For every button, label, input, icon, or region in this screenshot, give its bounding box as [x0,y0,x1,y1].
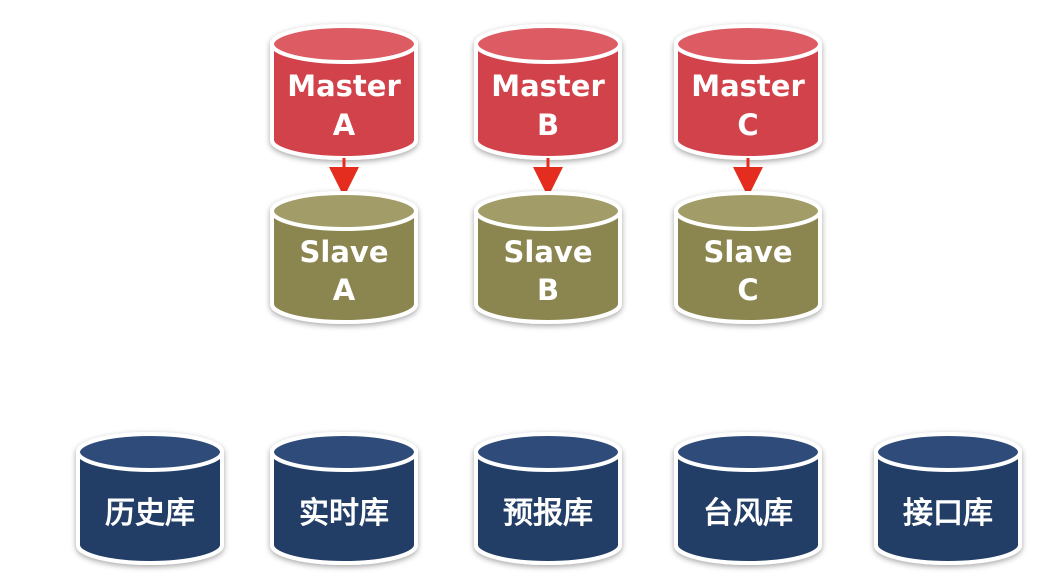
master-b-cylinder [474,24,622,160]
slave-a-cylinder [270,191,418,324]
db-interface-label: 接口库 [903,496,993,531]
db-realtime-cylinder [270,432,418,565]
master-a-label-line2: A [333,108,356,142]
master-c-label-line1: Master [691,69,805,103]
db-realtime-label: 实时库 [299,496,389,531]
db-typhoon-cylinder [674,432,822,565]
slave-a-label-line2: A [333,273,356,307]
master-c-label-line2: C [737,108,758,142]
db-forecast-cylinder [474,432,622,565]
slave-c-label-line2: C [737,273,758,307]
master-a-label-line1: Master [287,69,401,103]
db-history-label: 历史库 [105,496,195,531]
slave-b-label-line2: B [537,273,559,307]
db-history-cylinder [76,432,224,565]
db-forecast-label: 预报库 [503,496,593,531]
master-c-cylinder [674,24,822,160]
db-interface-cylinder [874,432,1022,565]
slave-b-label-line1: Slave [504,235,593,269]
slave-c-label-line1: Slave [704,235,793,269]
master-b-label-line2: B [537,108,559,142]
master-b-label-line1: Master [491,69,605,103]
master-a-cylinder [270,24,418,160]
db-typhoon-label: 台风库 [703,496,793,531]
slave-b-cylinder [474,191,622,324]
slave-a-label-line1: Slave [300,235,389,269]
slave-c-cylinder [674,191,822,324]
